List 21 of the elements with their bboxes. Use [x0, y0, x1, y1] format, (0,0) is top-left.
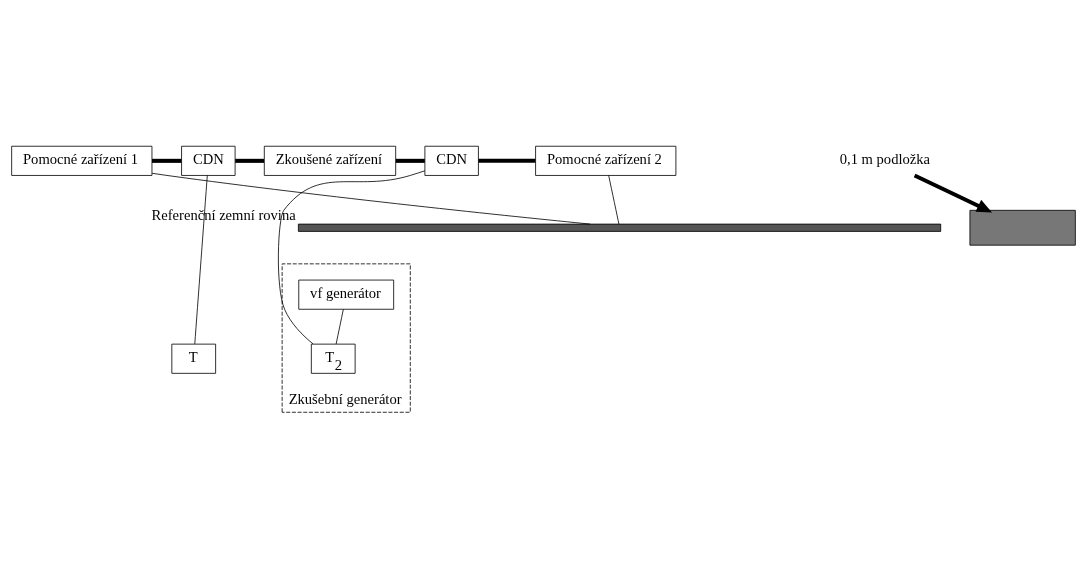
connector — [608, 175, 620, 225]
node-box: Pomocné zařízení 2 — [535, 145, 677, 176]
node-box: Pomocné zařízení 1 — [11, 145, 153, 176]
connector — [277, 170, 426, 345]
node-text: 0,1 m podložka — [839, 151, 931, 168]
node-box: CDN — [424, 145, 479, 176]
node-box — [969, 209, 1076, 246]
connector — [235, 158, 265, 163]
node-box: Zkoušené zařízení — [263, 145, 397, 176]
connector — [151, 172, 591, 225]
node-box: T — [171, 343, 217, 374]
connector — [478, 158, 536, 163]
node-label: Referenční zemní rovina — [151, 206, 296, 223]
node-box: CDN — [181, 145, 236, 176]
connector — [335, 308, 344, 345]
node-box — [297, 223, 942, 232]
connector — [194, 175, 208, 345]
connector — [152, 158, 182, 163]
node-box: vf generátor — [298, 279, 395, 310]
connector — [395, 158, 425, 163]
arrow — [913, 173, 993, 213]
